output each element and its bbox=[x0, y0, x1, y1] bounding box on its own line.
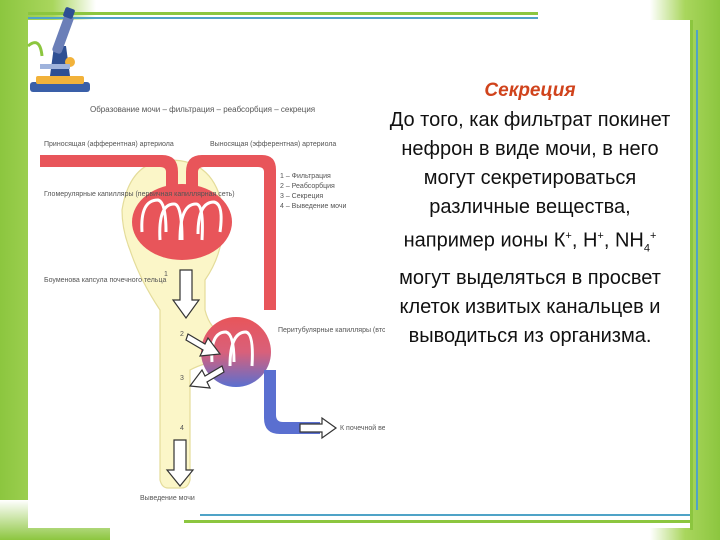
superscript-plus-k: + bbox=[565, 230, 572, 242]
body-text-nh: , NH bbox=[603, 229, 644, 252]
arrow-secretion-in bbox=[185, 333, 222, 357]
afferent-arteriole bbox=[40, 155, 178, 192]
legend-2: 2 – Реабсорбция bbox=[280, 182, 335, 190]
label-glomerular: Гломерулярные капилляры (первичная капил… bbox=[44, 191, 235, 198]
slide-body-text: До того, как фильтрат покинет нефрон в в… bbox=[385, 106, 675, 351]
legend-4: 4 – Выведение мочи bbox=[280, 203, 347, 210]
label-efferent: Выносящая (эфферентная) артериола bbox=[210, 141, 336, 148]
nephron-diagram: Образование мочи – фильтрация – реабсорб… bbox=[40, 105, 385, 502]
efferent-arteriole bbox=[186, 155, 276, 310]
legend-3: 3 – Секреция bbox=[280, 193, 323, 200]
arrow-excretion bbox=[165, 439, 195, 487]
num-3: 3 bbox=[180, 375, 184, 382]
arrow-reabsorption-out bbox=[188, 365, 225, 389]
diagram-title: Образование мочи – фильтрация – реабсорб… bbox=[90, 105, 315, 114]
right-divider-green bbox=[690, 20, 693, 530]
right-divider-blue bbox=[696, 30, 698, 510]
body-text-part2: могут выделяться в просвет клеток извиты… bbox=[399, 266, 661, 347]
legend-1: 1 – Фильтрация bbox=[280, 173, 331, 180]
top-divider-blue bbox=[28, 17, 538, 19]
label-excretion: Выведение мочи bbox=[140, 495, 195, 502]
subscript-4: 4 bbox=[643, 242, 650, 255]
bottom-divider-blue bbox=[200, 514, 690, 516]
content-panel bbox=[28, 20, 690, 528]
label-renal-vein: К почечной вене bbox=[340, 424, 385, 432]
body-text-part1: До того, как фильтрат покинет нефрон в в… bbox=[389, 109, 671, 252]
num-4: 4 bbox=[180, 425, 184, 432]
num-2: 2 bbox=[180, 331, 184, 338]
num-1: 1 bbox=[164, 271, 168, 278]
label-afferent: Приносящая (афферентная) артериола bbox=[44, 141, 174, 148]
arrow-filtration bbox=[171, 269, 201, 320]
microscope-icon bbox=[27, 7, 90, 92]
label-peritubular: Перитубулярные капилляры (вторичная капи… bbox=[278, 326, 385, 334]
bottom-divider-green bbox=[184, 520, 690, 523]
body-text-h: , Н bbox=[571, 229, 598, 252]
label-capsule: Боуменова капсула почечного тельца bbox=[44, 277, 166, 284]
glomerulus bbox=[132, 184, 232, 260]
arrow-to-vein bbox=[299, 416, 338, 440]
superscript-plus-nh4: + bbox=[649, 230, 657, 242]
top-divider-green bbox=[28, 12, 538, 15]
superscript-plus-h: + bbox=[597, 230, 604, 242]
slide-heading: Секреция bbox=[484, 80, 576, 101]
